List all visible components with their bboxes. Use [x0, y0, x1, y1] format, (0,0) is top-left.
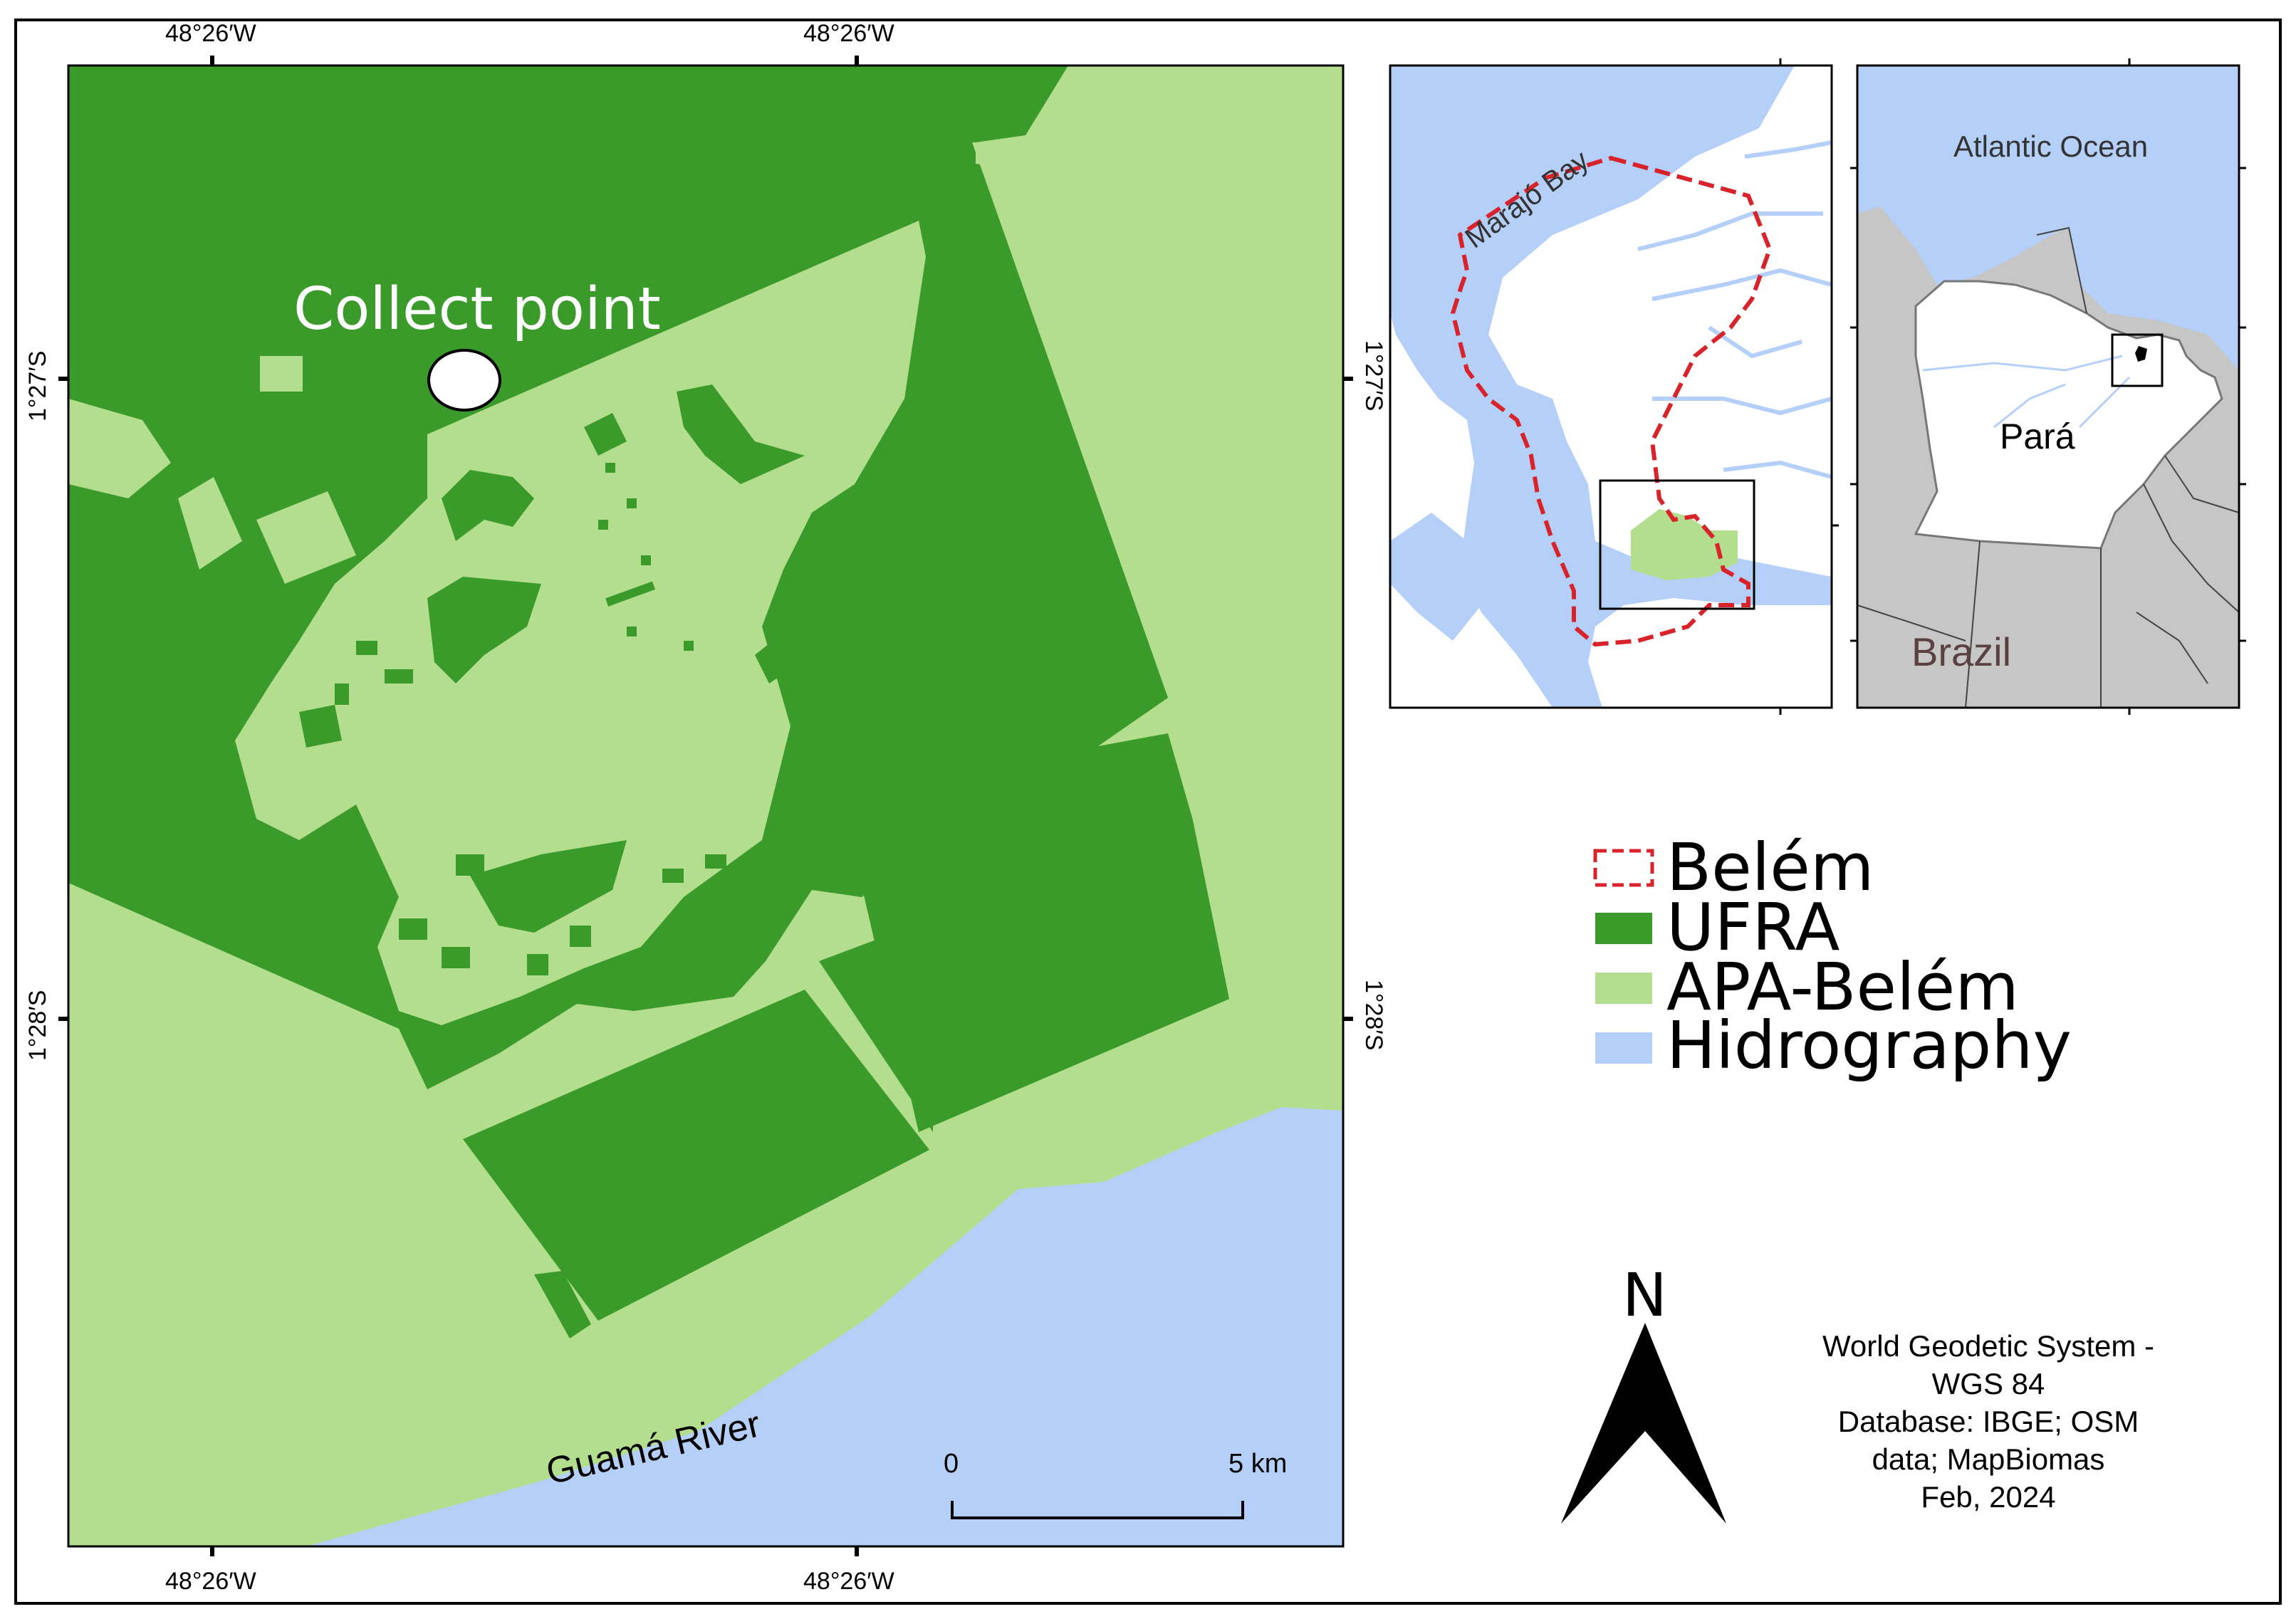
collect-point-marker — [427, 349, 501, 412]
legend-symbol-ufra — [1595, 913, 1652, 944]
ufra-patch-7 — [584, 413, 627, 456]
ufra-patch-4 — [755, 627, 812, 683]
apa-block-west-2 — [178, 477, 242, 570]
legend-symbol-belem — [1593, 849, 1654, 887]
legend-symbol-apa — [1595, 973, 1652, 1004]
bottom-coord-1: 48°26′W — [165, 1568, 256, 1595]
belem-locator-marker — [2135, 346, 2147, 362]
main-map: Collect point Guamá River 0 5 km — [67, 64, 1345, 1548]
main-map-ticks — [58, 56, 1353, 1556]
apa-block-north — [260, 356, 303, 392]
scale-end: 5 km — [1228, 1449, 1287, 1479]
north-arrow-label: N — [1622, 1260, 1667, 1330]
north-arrow-icon — [1561, 1323, 1726, 1524]
ufra-patch-riverbank — [534, 1271, 591, 1338]
scale-bar: 0 5 km — [944, 1449, 1287, 1519]
ufra-parcel-east — [840, 733, 1243, 1132]
top-coord-2: 48°26′W — [803, 20, 894, 47]
para-rivers — [1922, 355, 2131, 429]
credits-line-1: World Geodetic System - — [1822, 1329, 2154, 1363]
ufra-patch-6 — [299, 705, 342, 748]
ufra-patch-3 — [677, 384, 805, 484]
inset-brazil-locator-box — [2111, 333, 2164, 387]
legend: Belém UFRA APA-Belém Hidrography — [1593, 829, 2072, 1084]
country-label: Brazil — [1911, 629, 2011, 674]
north-arrow: N — [1561, 1260, 1726, 1524]
building-blocks — [335, 463, 726, 975]
inset-belem-ticks — [1779, 58, 1839, 715]
legend-symbol-water — [1595, 1032, 1652, 1064]
guama-river — [306, 1107, 1343, 1546]
legend-label-belem: Belém — [1666, 829, 1874, 906]
scale-start: 0 — [944, 1449, 959, 1479]
legend-label-water: Hidrography — [1666, 1007, 2072, 1084]
left-coord-1: 1°27′S — [24, 351, 51, 421]
right-coord-1: 1°27′S — [1360, 340, 1387, 411]
inset-belem-water-bay-lower — [1390, 513, 1481, 641]
main-map-frame — [67, 64, 1345, 1548]
para-state — [1914, 280, 2223, 550]
collect-point-label: Collect point — [293, 276, 661, 343]
bottom-coord-2: 48°26′W — [803, 1568, 894, 1595]
credits-line-5: Feb, 2024 — [1921, 1480, 2055, 1514]
left-coord-2: 1°28′S — [24, 990, 51, 1061]
inset-brazil-frame — [1856, 64, 2240, 709]
ufra-patch-2 — [427, 577, 541, 683]
apa-campus-area — [235, 221, 926, 1025]
inset-brazil-ticks — [1850, 58, 2246, 715]
inset-belem: Marajó Bay — [1389, 64, 1833, 709]
right-coord-2: 1°28′S — [1360, 980, 1387, 1050]
credits-line-2: WGS 84 — [1932, 1367, 2045, 1400]
inset-belem-channels — [1637, 140, 1832, 479]
inset-belem-boundary — [1450, 155, 1773, 647]
inset-belem-apa — [1631, 509, 1738, 580]
legend-label-ufra: UFRA — [1666, 889, 1840, 965]
ufra-parcel-south — [463, 990, 929, 1321]
inset-belem-zoom-box — [1599, 479, 1755, 610]
inset-belem-water — [1390, 66, 1832, 708]
credits-line-3: Database: IBGE; OSM — [1838, 1405, 2139, 1438]
credits: World Geodetic System - WGS 84 Database:… — [1822, 1329, 2154, 1514]
state-label: Pará — [2000, 416, 2075, 456]
apa-block-west-3 — [256, 491, 356, 584]
ufra-patch-1 — [442, 470, 534, 541]
inset-belem-frame — [1389, 64, 1833, 709]
top-coord-1: 48°26′W — [165, 20, 256, 47]
apa-strip-top — [972, 66, 1343, 1118]
legend-label-apa: APA-Belém — [1666, 949, 2019, 1025]
inset-brazil: Atlantic Ocean Pará Brazil — [1856, 64, 2240, 709]
ufra-parcel-southeast — [819, 918, 933, 1132]
apa-block-west-1 — [68, 399, 171, 498]
state-boundaries — [1857, 226, 2240, 708]
ocean-label: Atlantic Ocean — [1953, 130, 2148, 163]
credits-line-4: data; MapBiomas — [1872, 1442, 2105, 1476]
